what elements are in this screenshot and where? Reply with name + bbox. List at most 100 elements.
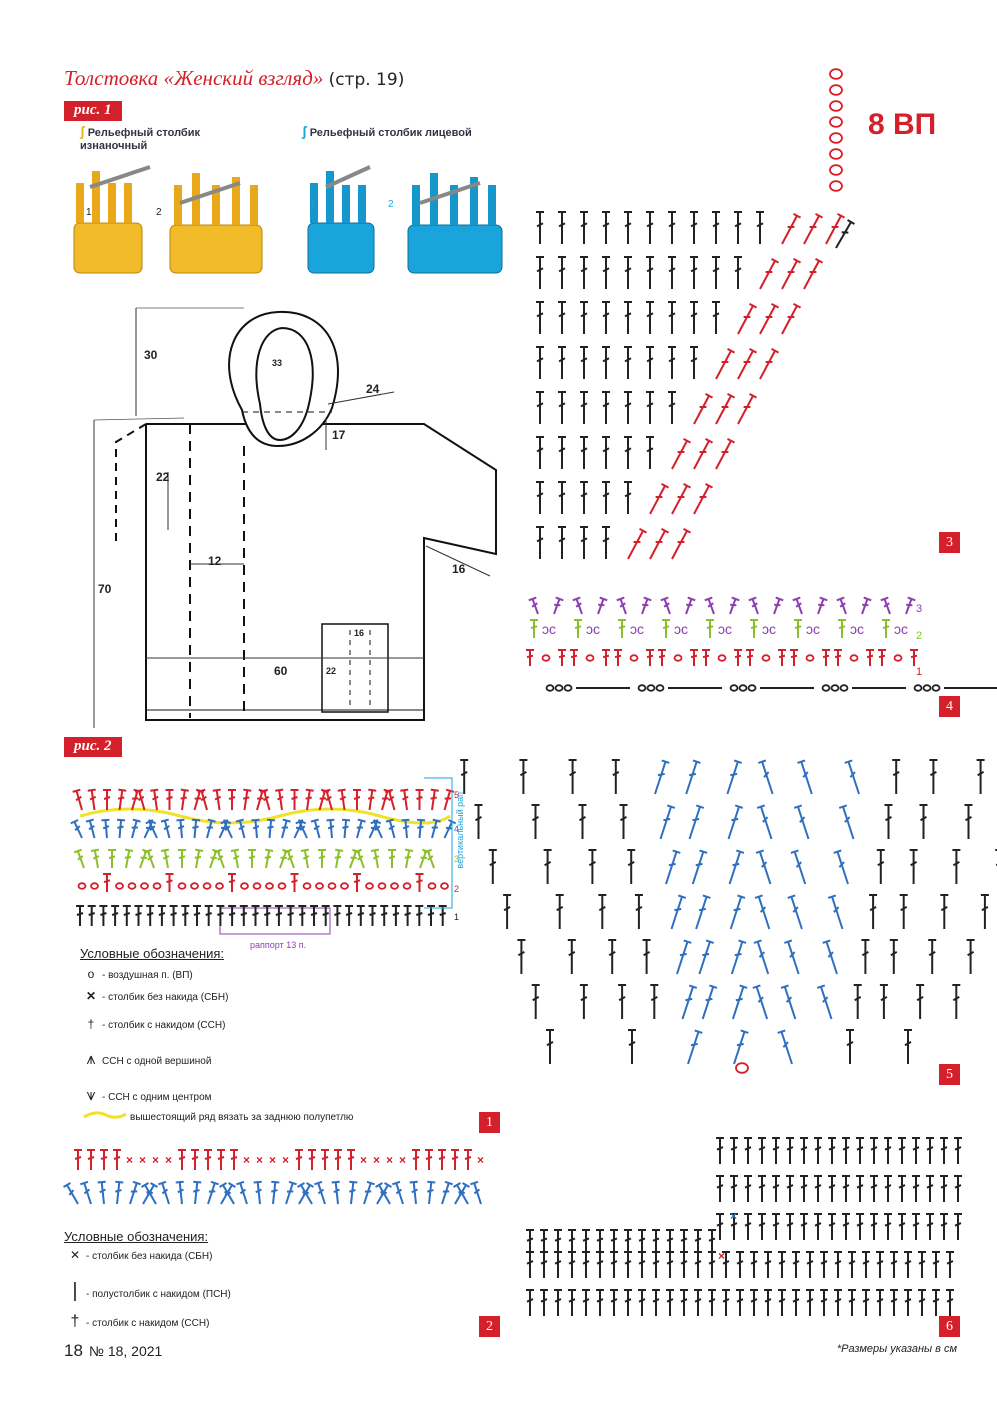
yellow-hook-icon: ʃ bbox=[80, 123, 85, 139]
dc-symbol bbox=[322, 788, 333, 811]
dc-symbol bbox=[856, 1137, 864, 1164]
dc-symbol bbox=[690, 346, 698, 379]
dc-symbol bbox=[773, 596, 784, 615]
dc-symbol bbox=[596, 1251, 604, 1278]
dc-symbol bbox=[772, 1175, 780, 1202]
dc-symbol bbox=[680, 1229, 688, 1254]
dc-symbol bbox=[876, 849, 885, 884]
chain-symbol bbox=[127, 882, 137, 890]
chain-symbol bbox=[340, 882, 349, 890]
dc-symbol bbox=[838, 619, 846, 638]
dc-symbol bbox=[624, 481, 632, 514]
dc-symbol bbox=[598, 894, 607, 929]
dc-symbol bbox=[627, 527, 648, 560]
chain-symbol bbox=[931, 684, 941, 692]
chain-symbol bbox=[829, 180, 843, 192]
dc-symbol bbox=[74, 1149, 82, 1170]
dc-symbol bbox=[536, 481, 544, 514]
dc-symbol bbox=[204, 905, 213, 926]
dc-symbol bbox=[380, 905, 389, 926]
dc-symbol bbox=[926, 1175, 934, 1202]
dc-symbol bbox=[423, 848, 435, 869]
dc-symbol bbox=[899, 894, 908, 929]
dc-symbol bbox=[568, 759, 577, 794]
sc-symbol: × bbox=[269, 1153, 276, 1167]
dc-symbol bbox=[803, 257, 824, 290]
dc-symbol bbox=[698, 939, 715, 975]
dc-symbol bbox=[668, 346, 676, 379]
dc-symbol bbox=[554, 1251, 562, 1278]
dc-symbol bbox=[848, 1251, 856, 1278]
dc-symbol bbox=[228, 873, 236, 892]
dc-symbol bbox=[558, 301, 566, 334]
chain-symbol bbox=[327, 882, 337, 890]
svg-text:ɔc: ɔc bbox=[762, 621, 776, 637]
dc-symbol bbox=[242, 788, 252, 811]
dc-symbol bbox=[758, 1213, 766, 1240]
dc-symbol bbox=[754, 894, 771, 930]
dc-symbol bbox=[370, 848, 380, 869]
dc-symbol bbox=[391, 905, 400, 926]
dc-symbol bbox=[145, 819, 158, 839]
dc-symbol bbox=[178, 849, 186, 868]
chain-symbol bbox=[922, 684, 932, 692]
dc-symbol bbox=[624, 1251, 632, 1278]
chain-count-label: 8 ВП bbox=[868, 108, 937, 141]
dc-symbol bbox=[652, 1289, 660, 1316]
dc-symbol bbox=[734, 211, 742, 244]
chain-symbol bbox=[829, 100, 843, 112]
dc-symbol bbox=[693, 437, 714, 470]
dc-symbol bbox=[251, 818, 260, 839]
dc-symbol bbox=[793, 804, 810, 840]
blue-stitch-1 bbox=[307, 165, 375, 274]
dc-symbol bbox=[646, 301, 654, 334]
sc-symbol: × bbox=[152, 1153, 159, 1167]
dc-symbol bbox=[624, 346, 632, 379]
dc-symbol bbox=[744, 1137, 752, 1164]
dc-symbol bbox=[693, 392, 714, 425]
dc-symbol bbox=[772, 1213, 780, 1240]
chart-number-4: 4 bbox=[939, 696, 960, 717]
dc-symbol bbox=[803, 212, 824, 245]
chain-symbol bbox=[563, 684, 573, 692]
dc-symbol bbox=[353, 873, 361, 892]
dc-symbol bbox=[814, 1213, 822, 1240]
dc-symbol bbox=[827, 894, 844, 930]
dc-symbol bbox=[230, 1149, 238, 1170]
dc-symbol bbox=[641, 596, 652, 615]
dc-symbol bbox=[165, 873, 174, 892]
chart1-bracket bbox=[424, 777, 453, 909]
dc-symbol bbox=[540, 1229, 548, 1254]
chain-symbol bbox=[202, 882, 212, 890]
dc-symbol bbox=[794, 619, 802, 638]
dc-symbol bbox=[940, 894, 949, 929]
dc-symbol bbox=[737, 392, 758, 425]
dc-symbol bbox=[654, 759, 670, 795]
dc-symbol bbox=[158, 1180, 170, 1205]
dc-symbol bbox=[733, 1029, 749, 1065]
chart1-diagram bbox=[70, 788, 457, 935]
chart5-diagram bbox=[460, 759, 997, 1074]
dc-symbol bbox=[517, 939, 526, 974]
dim-pocket-h: 22 bbox=[326, 666, 337, 676]
dc-symbol bbox=[898, 1213, 906, 1240]
dc-symbol bbox=[790, 849, 807, 885]
chain-symbol bbox=[190, 882, 199, 890]
dc-symbol bbox=[708, 1289, 716, 1316]
dc-symbol bbox=[554, 1229, 562, 1254]
dc-symbol bbox=[778, 649, 786, 666]
chain-symbol bbox=[90, 882, 99, 890]
chain-symbol bbox=[829, 116, 843, 128]
dc-symbol bbox=[286, 905, 295, 926]
dc-symbol bbox=[797, 759, 813, 795]
dc-symbol bbox=[415, 789, 424, 810]
dc-symbol bbox=[602, 481, 610, 514]
dc-symbol bbox=[726, 759, 743, 795]
dc-symbol bbox=[122, 905, 131, 926]
dc-symbol bbox=[688, 804, 705, 840]
dc-symbol bbox=[596, 1229, 604, 1254]
dc-symbol bbox=[321, 905, 330, 926]
dc-symbol bbox=[624, 391, 632, 424]
dc-symbol bbox=[602, 346, 610, 379]
dc-symbol bbox=[400, 788, 409, 811]
